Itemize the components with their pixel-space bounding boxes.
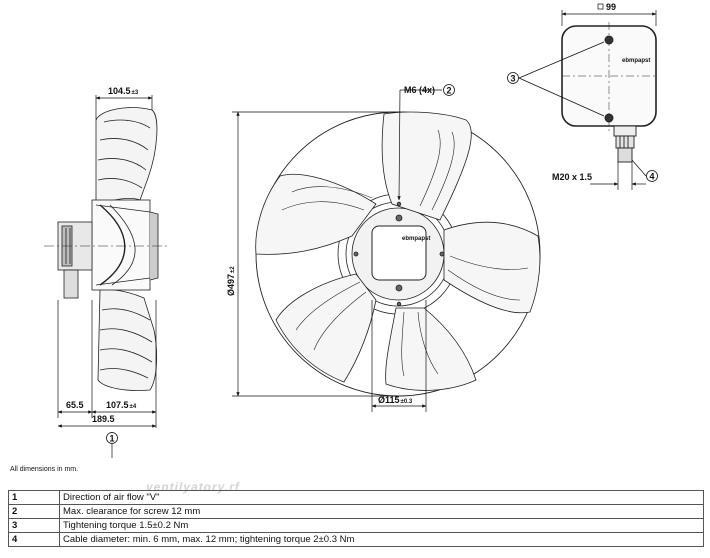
- callout-3-torque: 3: [507, 72, 519, 84]
- legend-num: 1: [8, 490, 60, 505]
- units-note: All dimensions in mm.: [10, 466, 79, 473]
- hub-brand-label: ebmpapst: [402, 236, 430, 242]
- callout-1-airflow: 1: [106, 432, 118, 444]
- legend-text: Cable diameter: min. 6 mm, max. 12 mm; t…: [59, 532, 704, 547]
- fan-technical-drawing: 104.5±3 65.5 107.5±4 189.5 1: [44, 2, 658, 458]
- svg-text:3: 3: [510, 74, 515, 84]
- svg-text:4: 4: [649, 172, 654, 182]
- front-view-dimensions: [232, 89, 442, 412]
- dim-497: Ø497±2: [226, 266, 236, 296]
- legend-num: 4: [8, 532, 60, 547]
- svg-text:2: 2: [446, 86, 451, 96]
- terminal-brand-label: ebmpapst: [622, 58, 650, 64]
- legend-text: Tightening torque 1.5±0.2 Nm: [59, 518, 704, 533]
- dim-104-5: 104.5±3: [108, 86, 139, 96]
- dim-65-5: 65.5: [66, 400, 84, 410]
- dim-m6: M6 (4x): [404, 85, 435, 95]
- dim-189-5: 189.5: [92, 414, 115, 424]
- svg-text:1: 1: [109, 434, 114, 444]
- dim-99: 99: [606, 2, 616, 12]
- dim-115: Ø115±0.3: [378, 395, 413, 405]
- side-view: [44, 107, 170, 391]
- front-view: [255, 111, 541, 397]
- legend-text: Max. clearance for screw 12 mm: [59, 504, 704, 519]
- dim-m20: M20 x 1.5: [552, 172, 592, 182]
- terminal-box-dimensions: [518, 10, 657, 190]
- square-symbol-icon: [597, 3, 604, 10]
- legend-num: 3: [8, 518, 60, 533]
- legend-num: 2: [8, 504, 60, 519]
- legend-text: Direction of air flow "V": [59, 490, 704, 505]
- side-view-dimensions: [57, 95, 157, 458]
- callout-4-cable: 4: [646, 170, 658, 182]
- terminal-box-view: [561, 22, 657, 163]
- dim-107-5: 107.5±4: [106, 400, 137, 410]
- callout-2-screw: 2: [443, 84, 455, 96]
